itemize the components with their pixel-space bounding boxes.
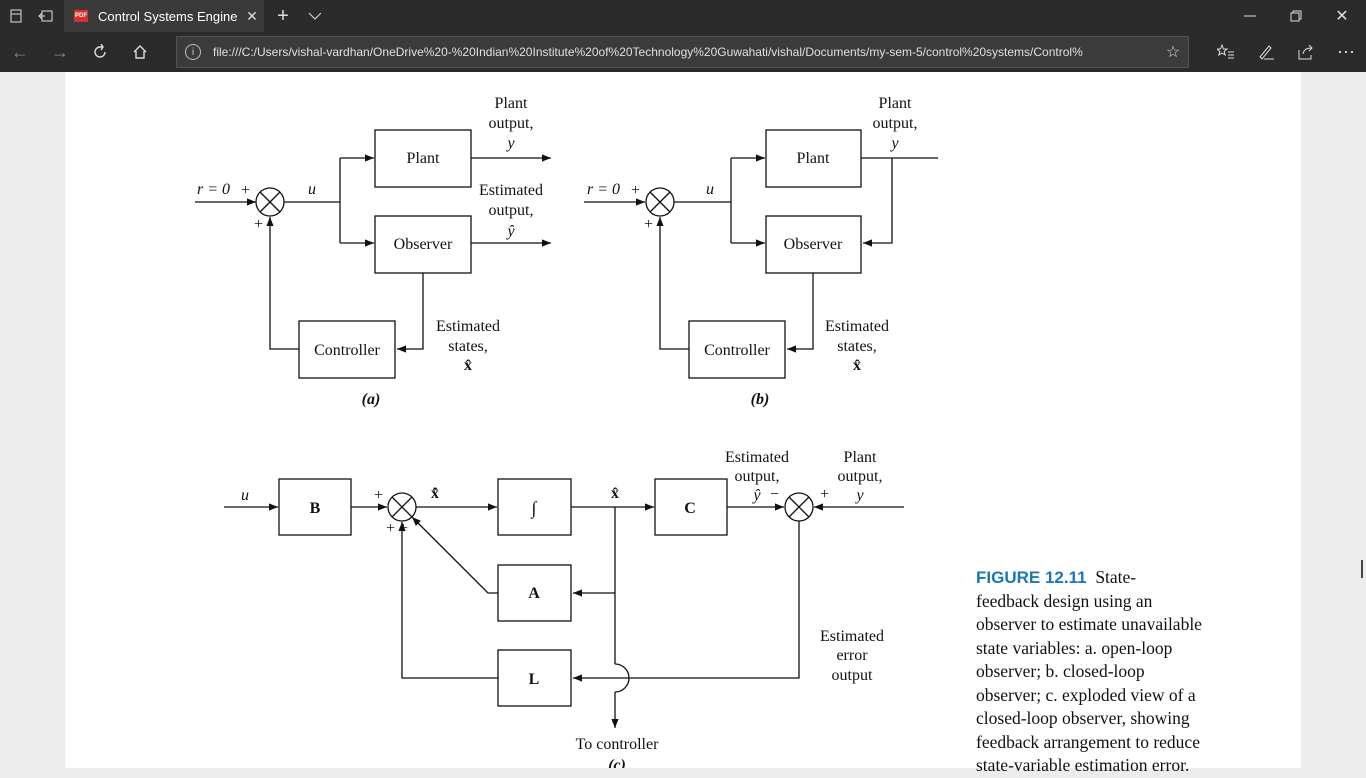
- caption-a: (a): [362, 391, 381, 408]
- plant-output-line2-c: output,: [838, 468, 883, 485]
- caption-line-6: observer; c. exploded view of a: [976, 684, 1196, 705]
- est-states-line2-b: states,: [837, 338, 877, 355]
- plus-label-b2: +: [644, 216, 653, 233]
- plant-label-a: Plant: [407, 150, 440, 167]
- r0-label-a: r = 0: [197, 181, 230, 198]
- caption-line-3: observer to estimate unavailable: [976, 614, 1202, 634]
- new-tab-icon[interactable]: +: [277, 4, 289, 27]
- plant-output-line1-a: Plant: [495, 95, 528, 112]
- est-output-line2-a: output,: [489, 202, 534, 219]
- close-tab-icon[interactable]: ✕: [246, 7, 258, 24]
- favorites-list-icon[interactable]: [1212, 32, 1240, 72]
- est-output-line1-a: Estimated: [479, 182, 543, 199]
- caption-line-4: state variables: a. open-loop: [976, 637, 1173, 658]
- address-bar[interactable]: i file:///C:/Users/vishal-vardhan/OneDri…: [176, 36, 1189, 68]
- minus-label-c: −: [770, 486, 779, 503]
- title-bar: PDF Control Systems Engine ✕ + ✕: [0, 0, 1366, 32]
- caption-line-1: State-: [1095, 567, 1137, 587]
- plus-label-b1: +: [631, 182, 640, 199]
- est-error-line1-c: Estimated: [820, 628, 884, 645]
- b-label: B: [310, 500, 321, 517]
- observer-label-a: Observer: [394, 236, 453, 253]
- close-window-icon[interactable]: ✕: [1335, 8, 1349, 25]
- plus-label-a2: +: [254, 216, 263, 233]
- est-output-line3-a: ŷ: [505, 223, 515, 240]
- est-error-line2-c: error: [836, 647, 868, 664]
- minimize-icon[interactable]: [1228, 0, 1272, 32]
- plant-output-line2-b: output,: [873, 115, 918, 132]
- caption-line-8: feedback arrangement to reduce: [976, 731, 1200, 752]
- tab-list-chevron-icon[interactable]: [302, 0, 328, 32]
- r0-label-b: r = 0: [587, 181, 620, 198]
- plant-output-line3-a: y: [505, 135, 515, 152]
- plant-output-line3-c: y: [854, 487, 864, 504]
- c-label: C: [684, 500, 696, 517]
- est-states-line3-a: x̂: [464, 357, 472, 374]
- est-states-line2-a: states,: [448, 338, 488, 355]
- est-states-line1-b: Estimated: [825, 318, 889, 335]
- set-aside-tabs-icon[interactable]: [34, 0, 58, 32]
- figure-number: FIGURE 12.11: [976, 568, 1087, 587]
- plant-output-line1-c: Plant: [844, 449, 877, 466]
- est-output-line3-c: ŷ: [751, 487, 761, 504]
- caption-line-5: observer; b. closed-loop: [976, 661, 1145, 681]
- controller-label-b: Controller: [704, 342, 770, 359]
- xhatdot-label: x̂̇: [431, 485, 439, 502]
- xhat-label: x̂: [611, 485, 619, 502]
- plus-top-label-c: +: [374, 487, 383, 504]
- diagram-a: [195, 129, 551, 379]
- url-text[interactable]: file:///C:/Users/vishal-vardhan/OneDrive…: [213, 45, 1083, 59]
- tab-manager-icon[interactable]: [4, 0, 28, 32]
- diagram-c: [224, 478, 904, 728]
- controller-label-a: Controller: [314, 342, 380, 359]
- caption-b: (b): [751, 391, 770, 408]
- u-label-b: u: [706, 181, 714, 198]
- est-error-line3-c: output: [832, 667, 873, 684]
- integrator-label: ∫: [531, 498, 538, 519]
- plus-right-label-c: +: [820, 486, 829, 503]
- plus-label-a1: +: [241, 182, 250, 199]
- plant-output-line3-b: y: [889, 135, 899, 152]
- favorite-star-icon[interactable]: ☆: [1165, 44, 1181, 61]
- tab-control-systems[interactable]: PDF Control Systems Engine ✕: [64, 0, 264, 32]
- share-icon[interactable]: [1292, 32, 1320, 72]
- u-label-a: u: [308, 181, 316, 198]
- est-states-line3-b: x̂: [853, 357, 861, 374]
- back-icon[interactable]: ←: [11, 41, 29, 62]
- scrollbar-thumb[interactable]: [1361, 560, 1363, 578]
- figure-diagram: Plant Observer Controller r = 0 + + u Pl…: [195, 95, 938, 768]
- est-output-line2-c: output,: [735, 468, 780, 485]
- plant-output-line2-a: output,: [489, 115, 534, 132]
- forward-icon[interactable]: →: [51, 41, 69, 62]
- figure-caption: FIGURE 12.11 State- feedback design usin…: [976, 566, 1226, 778]
- a-label: A: [528, 585, 540, 602]
- l-label: L: [529, 671, 540, 688]
- pdf-page: Plant Observer Controller r = 0 + + u Pl…: [65, 72, 1301, 775]
- info-icon[interactable]: i: [185, 44, 201, 60]
- caption-c: (c): [608, 757, 626, 768]
- caption-line-7: closed-loop observer, showing: [976, 708, 1190, 728]
- refresh-icon[interactable]: [86, 32, 114, 72]
- plus-bottom-label-c: + +: [386, 520, 408, 537]
- restore-icon[interactable]: [1274, 0, 1318, 32]
- tab-title: Control Systems Engine: [98, 8, 238, 24]
- more-icon[interactable]: ⋯: [1337, 41, 1355, 62]
- pdf-icon: PDF: [74, 10, 88, 22]
- plant-output-line1-b: Plant: [879, 95, 912, 112]
- diagram-b: [584, 129, 938, 379]
- est-output-line1-c: Estimated: [725, 449, 789, 466]
- caption-line-2: feedback design using an: [976, 590, 1153, 611]
- observer-label-b: Observer: [784, 236, 843, 253]
- est-states-line1-a: Estimated: [436, 318, 500, 335]
- home-icon[interactable]: [126, 32, 154, 72]
- caption-line-9: state-variable estimation error.: [976, 755, 1190, 775]
- u-label-c: u: [241, 487, 249, 504]
- pen-icon[interactable]: [1252, 32, 1280, 72]
- plant-label-b: Plant: [797, 150, 830, 167]
- to-controller-label: To controller: [576, 736, 660, 753]
